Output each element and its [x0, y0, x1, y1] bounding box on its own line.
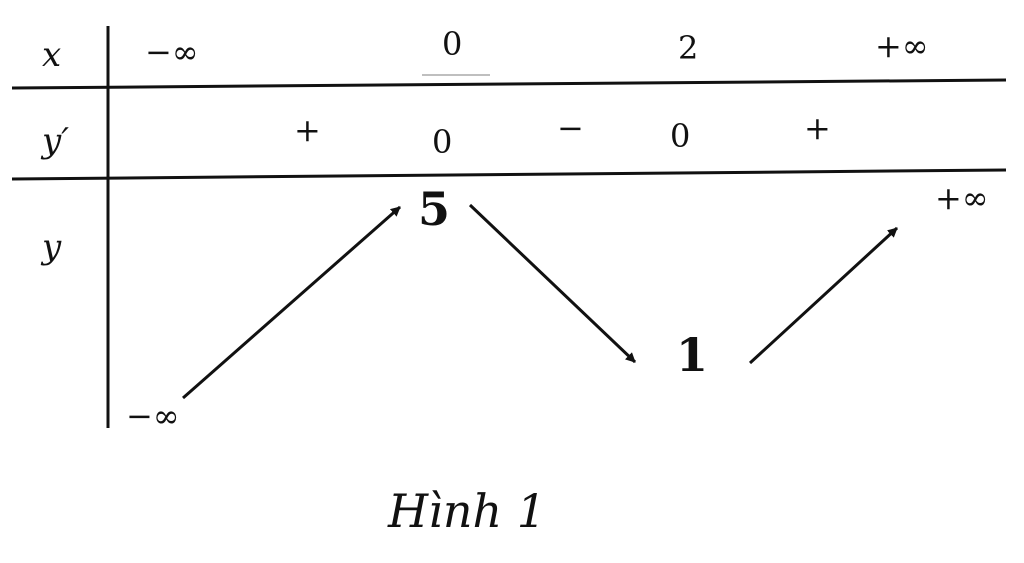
- dy-sign-2: −: [557, 109, 584, 147]
- x-row-divider: [11, 78, 1007, 90]
- dy-zero-2: 0: [670, 117, 691, 155]
- dy-zero-1: 0: [432, 123, 453, 161]
- figure-caption: Hình 1: [388, 484, 546, 538]
- dy-row-divider: [11, 168, 1007, 181]
- arrow-increasing-2: [748, 226, 899, 365]
- arrow-decreasing: [468, 203, 637, 364]
- x-label: x: [42, 35, 62, 75]
- x-value-neg-inf: −∞: [145, 33, 199, 71]
- y-start: −∞: [126, 397, 180, 435]
- x-value-0: 0: [442, 25, 463, 63]
- y-max: 5: [418, 182, 451, 236]
- x-value-pos-inf: +∞: [875, 27, 929, 65]
- dy-sign-3: +: [804, 109, 831, 147]
- y-label: y: [42, 227, 62, 267]
- x-value-2: 2: [678, 29, 699, 67]
- y-end: +∞: [935, 179, 989, 217]
- dy-sign-1: +: [294, 111, 321, 149]
- arrow-increasing-1: [182, 205, 401, 400]
- dy-label: y′: [42, 121, 69, 161]
- y-min: 1: [676, 328, 709, 382]
